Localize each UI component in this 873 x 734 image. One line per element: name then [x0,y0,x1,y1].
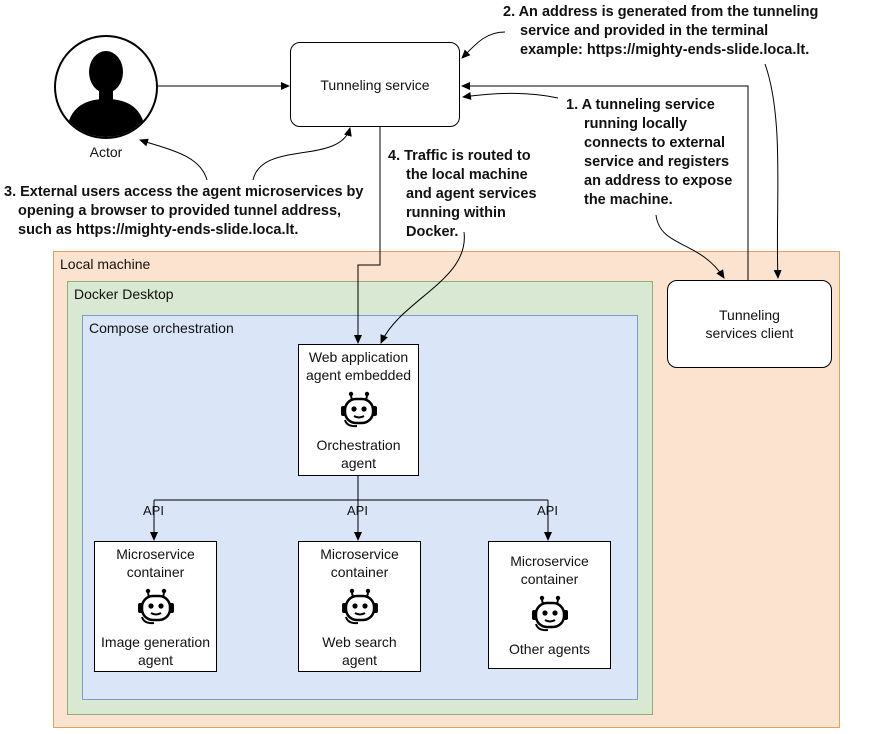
microservice-line2: container [520,571,579,587]
tunneling-client-line1: Tunneling [719,307,780,323]
api-label-left: API [143,503,164,518]
api-label-right: API [537,503,558,518]
web-app-line2: agent embedded [305,367,412,383]
web-app-line1: Web application [308,349,409,365]
actor-label: Actor [89,144,123,160]
note-3: 3. External users access the agent micro… [4,184,364,238]
tunneling-service-box[interactable]: Tunneling service [290,42,460,127]
web-app-box[interactable]: Web application agent embedded Orchestra… [298,344,419,476]
tunneling-client-line2: services client [705,325,794,341]
microservice-line2: container [126,563,185,580]
microservice-line3: Image generation [101,633,210,650]
microservice-line4: agent [137,651,174,668]
microservice-line1: Microservice [320,545,399,562]
note2-callout-right [764,63,782,279]
note-2: 2. An address is generated from the tunn… [503,4,819,58]
tunneling-service-label: Tunneling service [320,76,430,93]
api-label-middle: API [347,503,368,518]
microservice-other-agents[interactable]: Microservice container Other agents [488,541,611,669]
note2-callout-left [461,31,506,59]
note1-callout-upper [462,91,559,100]
note3-callout-right [252,127,352,181]
microservice-line1: Microservice [510,553,589,569]
microservice-line3: Web search [322,633,397,650]
web-app-line4: agent [340,455,377,471]
microservice-web-search[interactable]: Microservice container Web search agent [298,541,421,672]
tunnel-to-webapp-arrow [354,127,381,344]
robot-agent-icon [531,595,568,632]
compose-label: Compose orchestration [89,320,234,336]
note-1: 1. A tunneling service running locally c… [566,97,733,208]
client-to-tunnel-arrow [461,82,749,280]
robot-agent-icon [137,588,174,624]
web-app-line3: Orchestration [316,437,401,453]
note3-callout-left [139,138,208,181]
local-machine-label: Local machine [60,256,151,272]
docker-desktop-label: Docker Desktop [74,286,174,302]
microservice-line2: container [330,563,389,580]
microservice-line4: agent [341,651,378,668]
note1-callout-lower [655,214,725,279]
microservice-line1: Microservice [116,545,195,562]
microservice-line3: Other agents [509,641,590,657]
robot-agent-icon [341,588,378,624]
note4-callout [380,231,465,344]
tunneling-client-box[interactable]: Tunneling services client [667,280,832,368]
note-4: 4. Traffic is routed to the local machin… [388,148,537,240]
microservice-image-generation[interactable]: Microservice container Image generation … [94,541,217,672]
robot-agent-icon [340,391,377,428]
